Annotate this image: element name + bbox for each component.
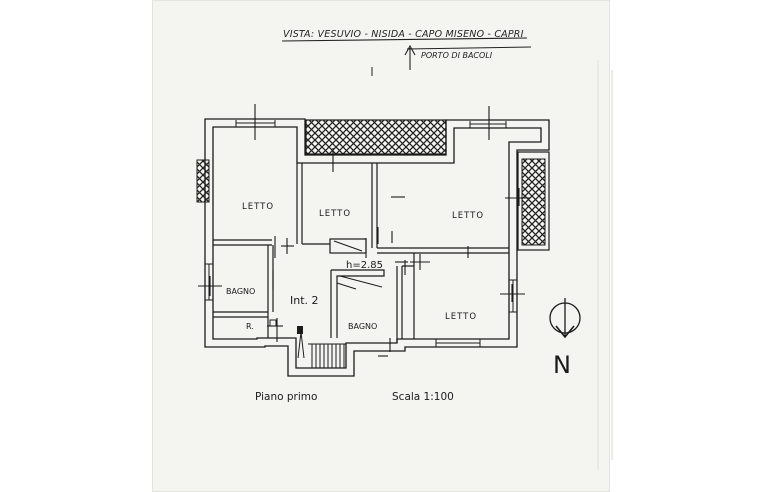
room-label-letto-3: LETTO (452, 211, 484, 221)
north-label: N (553, 351, 571, 379)
terrace-hatch (305, 119, 447, 155)
compass-arrow-icon (555, 325, 575, 339)
floor-name: Piano primo (255, 391, 317, 403)
port-label: PORTO DI BACOLI (421, 51, 493, 60)
balcony-outline (517, 151, 550, 251)
room-label-letto-2: LETTO (319, 209, 351, 219)
column-mark (297, 326, 303, 334)
scanned-paper (152, 0, 610, 492)
view-arrow-head-icon (404, 44, 416, 56)
stair-arrow-icon (297, 331, 305, 359)
ceiling-height-label: h=2.85 (346, 260, 383, 271)
room-label-bagno-1: BAGNO (226, 287, 255, 296)
room-label-bagno-2: BAGNO (348, 322, 377, 331)
interior-walls (213, 163, 509, 343)
balcony-hatch (521, 158, 546, 246)
view-underline (281, 37, 528, 42)
side-window-hatch (196, 159, 210, 203)
scale-label: Scala 1:100 (392, 391, 454, 403)
window-marks (205, 120, 517, 347)
room-label-ripostiglio: R. (246, 322, 254, 331)
room-label-letto-4: LETTO (445, 312, 477, 322)
port-overline (406, 46, 532, 50)
stair-lines (333, 240, 383, 290)
column-mark (269, 319, 277, 327)
compass: N (549, 298, 581, 379)
view-line-text: VISTA: VESUVIO - NISIDA - CAPO MISENO - … (283, 29, 524, 40)
room-label-letto-1: LETTO (242, 202, 274, 212)
view-header: VISTA: VESUVIO - NISIDA - CAPO MISENO - … (281, 29, 532, 76)
unit-label: Int. 2 (290, 294, 319, 307)
staircase-steps (308, 343, 346, 368)
